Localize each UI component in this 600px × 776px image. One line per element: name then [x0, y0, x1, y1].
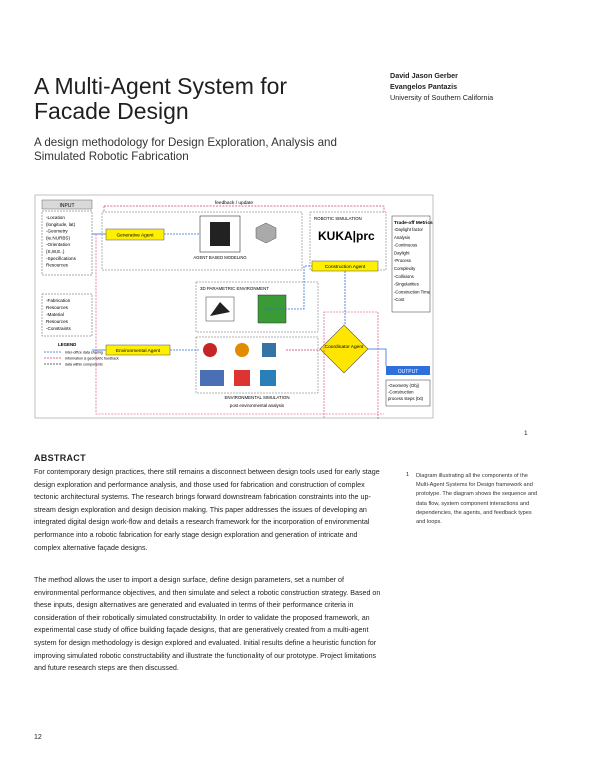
figure-number: 1: [524, 430, 528, 437]
paper-subtitle: A design methodology for Design Explorat…: [34, 136, 337, 163]
resources-list-item: Resources: [46, 305, 69, 310]
input-list-item: -Orientation: [46, 242, 70, 247]
legend-item-label: Information & geometric feedback: [65, 357, 119, 361]
figure-caption: Diagram illustrating all the components …: [416, 473, 538, 526]
resources-list-item: -Material: [46, 312, 64, 317]
env-sim-label: ENVIRONMENTAL SIMULATION: [224, 395, 289, 400]
output-list-item: -Construction: [388, 389, 414, 394]
input-list-item: (S,W,E..): [46, 249, 65, 254]
tradeoff-list-item: -Singularities: [394, 282, 419, 287]
python-icon: [262, 343, 276, 357]
cube-icon: [255, 222, 277, 244]
tradeoff-list-item: -Continuous: [394, 243, 417, 248]
input-list-item: Resources: [46, 263, 69, 268]
tradeoff-list-item: -Process: [394, 258, 411, 263]
paper-title: A Multi-Agent System for Facade Design: [34, 73, 288, 124]
tradeoff-list-item: -Collisions: [394, 274, 414, 279]
author-affiliation: University of Southern California: [390, 93, 494, 102]
legend-item-label: data within components: [65, 363, 103, 367]
output-header: [386, 366, 430, 375]
radiance-icon: [260, 370, 276, 386]
coordinator-region: [323, 311, 379, 419]
resources-list-item: -Constraints: [46, 326, 71, 331]
input-header: [41, 199, 93, 210]
ecotect-icon: [234, 370, 250, 386]
robotic-sim-label: ROBOTIC SIMULATION: [314, 216, 362, 221]
input-list-item: (ie.NURBS): [46, 235, 70, 240]
coordinator-diamond: [319, 324, 369, 374]
input-list-item: (longitude, lat): [46, 222, 76, 227]
output-box: [385, 379, 431, 407]
resources-list-item: Resources: [46, 319, 69, 324]
honeybee-icon: [235, 343, 249, 357]
generative-agent-label: Generative Agent: [116, 233, 154, 239]
abstract-paragraph-1: For contemporary design practices, there…: [34, 468, 380, 552]
input-label: INPUT: [60, 203, 75, 209]
env-sim-region: [195, 336, 319, 394]
tradeoff-title: Trade-off Metrics: [394, 220, 433, 226]
tradeoff-list-item: Daylight: [394, 250, 410, 255]
output-list-item: -Geometry (Obj): [388, 383, 420, 388]
param-env-label: 3D PARAMETRIC ENVIRONMENT: [200, 286, 269, 291]
abm-label: AGENT BASED MODELING: [193, 255, 246, 260]
resources-list-item: -Fabrication: [46, 298, 71, 303]
tradeoff-list-item: Analysis: [394, 235, 410, 240]
post-analysis-label: post environmental analysis: [230, 403, 285, 408]
output-label: OUTPUT: [398, 369, 419, 375]
feedback-label: feedback / update: [215, 200, 253, 206]
daysim-icon: [200, 370, 224, 386]
construction-agent-label: Construction Agent: [325, 264, 366, 270]
resources-box: [41, 293, 93, 337]
legend-item-label: Inter-office data sharing: [65, 351, 103, 355]
kuka-logo: KUKA|prc: [318, 229, 375, 243]
robotic-region: [309, 211, 387, 271]
tradeoff-list-item: -Cost: [394, 297, 405, 302]
author-block: David Jason Gerber Evangelos Pantazis Un…: [390, 70, 590, 103]
generative-agent-box: [105, 228, 165, 241]
input-box: [41, 210, 93, 276]
coordinator-label: Coordinator Agent: [325, 344, 364, 350]
legend-title: LEGEND: [58, 342, 76, 347]
author-name-2: Evangelos Pantazis: [390, 82, 458, 91]
output-list: -Geometry (Obj)-Construction process step…: [388, 383, 424, 401]
input-list-item: -Specifications: [46, 256, 77, 261]
ladybug-icon: [203, 343, 217, 357]
tradeoff-list-item: Complexity: [394, 266, 416, 271]
abstract-heading: ABSTRACT: [34, 453, 86, 463]
author-name-1: David Jason Gerber: [390, 71, 458, 80]
framework-diagram: INPUT -Location (longitude, lat) -Geometry…: [34, 194, 434, 419]
caption-number: 1: [406, 472, 410, 478]
tradeoff-list-item: -Construction Time: [394, 289, 431, 294]
input-list-item: -Geometry: [46, 229, 68, 234]
tradeoff-list-item: -Daylight factor: [394, 227, 423, 232]
tradeoff-box: [391, 215, 431, 313]
input-list: -Location (longitude, lat) -Geometry(ie.NU…: [46, 215, 77, 268]
feedback-line: [104, 205, 385, 214]
abstract-paragraph-2: The method allows the user to import a d…: [34, 576, 381, 673]
output-list-item: process steps (txt): [388, 396, 424, 401]
page-number: 12: [34, 734, 42, 741]
java-icon: [210, 222, 230, 246]
environmental-agent-label: Environmental Agent: [116, 348, 161, 354]
input-list-item: -Location: [46, 215, 65, 220]
